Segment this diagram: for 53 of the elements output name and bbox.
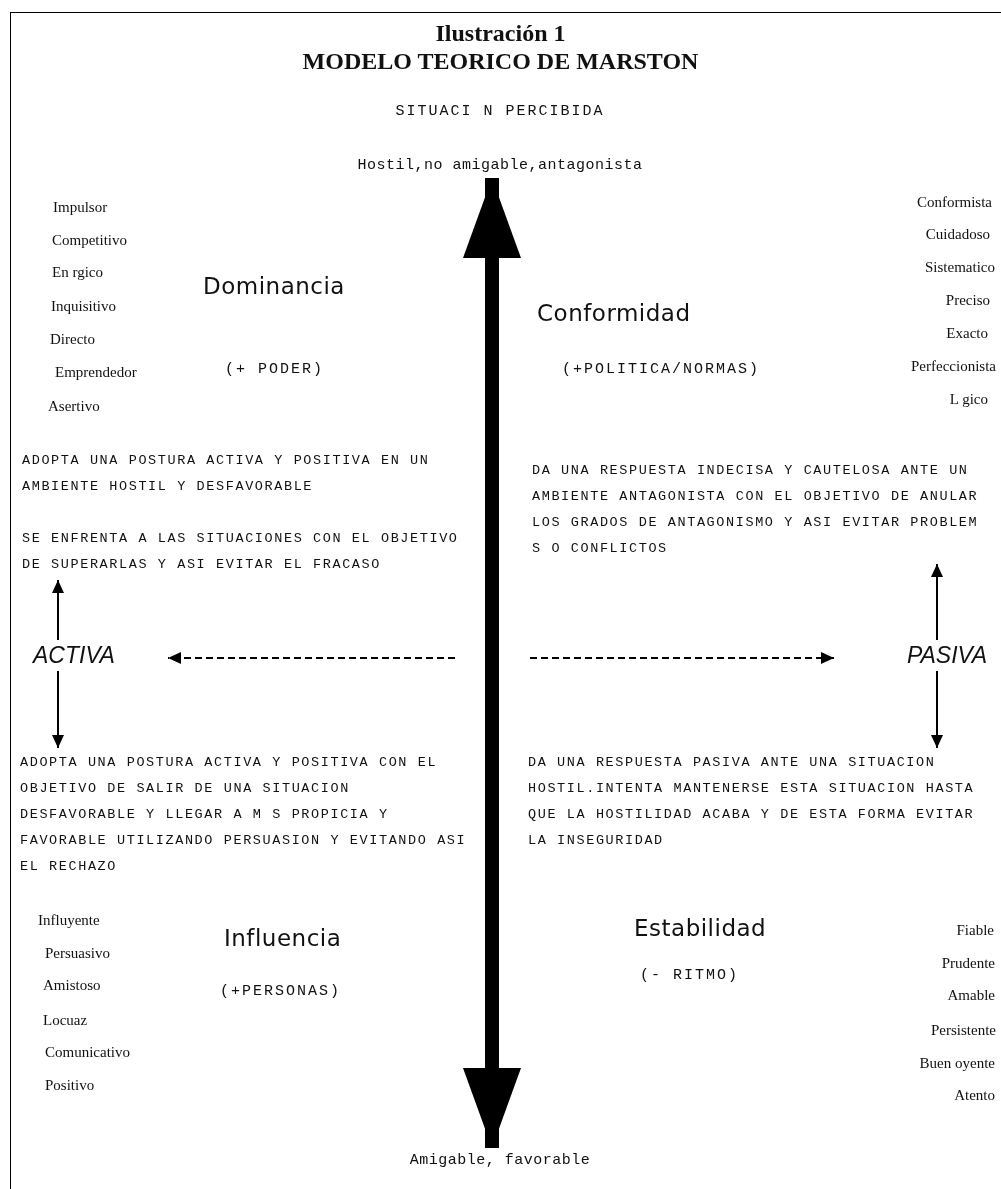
heading: SITUACI N PERCIBIDA xyxy=(395,103,605,120)
description-text: SE ENFRENTA A LAS SITUACIONES CON EL OBJETIVO DE SUPERARLAS Y ASI EVITAR EL FRACASO xyxy=(22,526,472,578)
trait-word: Prudente xyxy=(941,955,995,972)
arrow xyxy=(931,670,943,749)
quadrant-subtitle: (+ PODER) xyxy=(225,361,324,378)
quadrant-subtitle: (+POLITICA/NORMAS) xyxy=(562,361,761,378)
trait-word: Amable xyxy=(947,987,995,1004)
behavior-label: ACTIVA xyxy=(33,642,165,669)
trait-word: Amistoso xyxy=(43,977,101,994)
trait-word: Inquisitivo xyxy=(51,298,116,315)
quadrant-title: Estabilidad xyxy=(634,915,767,941)
trait-word: Persistente xyxy=(931,1022,996,1039)
dashed-arrow xyxy=(167,652,456,664)
trait-word: Locuaz xyxy=(43,1012,88,1029)
arrow xyxy=(931,563,943,641)
quadrant-title: Dominancia xyxy=(203,273,345,299)
trait-word: Sistematico xyxy=(925,259,995,276)
quadrant-title: Influencia xyxy=(224,925,342,951)
trait-word: Emprendedor xyxy=(55,364,137,381)
trait-word: Impulsor xyxy=(53,199,108,216)
trait-word: Conformista xyxy=(917,194,992,211)
description-text: ADOPTA UNA POSTURA ACTIVA Y POSITIVA EN UN AMBIENTE HOSTIL Y DESFAVORABLE xyxy=(22,452,431,496)
quadrant-subtitle: (- RITMO) xyxy=(640,967,739,984)
behavior-label: PASIVA xyxy=(837,642,987,669)
trait-word: Fiable xyxy=(956,922,994,939)
trait-word: Cuidadoso xyxy=(925,226,990,243)
trait-word: L gico xyxy=(949,391,988,408)
trait-word: Perfeccionista xyxy=(911,358,996,375)
trait-word: Directo xyxy=(50,331,95,348)
title: MODELO TEORICO DE MARSTON xyxy=(301,48,700,75)
trait-word: Comunicativo xyxy=(45,1044,130,1061)
pole-label: Amigable, favorable xyxy=(409,1152,591,1169)
trait-word: Asertivo xyxy=(48,398,100,415)
pole-label: Hostil,no amigable,antagonista xyxy=(357,157,643,174)
arrow xyxy=(52,670,64,749)
trait-word: Competitivo xyxy=(52,232,127,249)
title: Ilustración 1 xyxy=(434,20,567,47)
trait-word: Buen oyente xyxy=(919,1055,995,1072)
dashed-arrow xyxy=(529,652,835,664)
quadrant-title: Conformidad xyxy=(537,300,691,326)
axis-arrow xyxy=(463,178,521,1148)
quadrant-subtitle: (+PERSONAS) xyxy=(220,983,342,1000)
description-text: ADOPTA UNA POSTURA ACTIVA Y POSITIVA CON EL OBJETIVO DE SALIR DE UNA SITUACION DESFAVORABLE Y LLEGAR A M S PROPICIA Y FAVORABLE UTILIZANDO PERSUASION Y EVITANDO ASI EL RECHAZO xyxy=(20,750,475,880)
trait-word: En rgico xyxy=(52,264,103,281)
trait-word: Persuasivo xyxy=(45,945,110,962)
description-text: DA UNA RESPUESTA PASIVA ANTE UNA SITUACION HOSTIL.INTENTA MANTENERSE ESTA SITUACION HASTA QUE LA HOSTILIDAD ACABA Y DE ESTA FORMA EVITAR LA INSEGURIDAD xyxy=(528,750,998,854)
description-text: DA UNA RESPUESTA INDECISA Y CAUTELOSA ANTE UN AMBIENTE ANTAGONISTA CON EL OBJETIVO DE ANULAR LOS GRADOS DE ANTAGONISMO Y ASI EVITAR PROBLEM S O CONFLICTOS xyxy=(532,458,997,562)
trait-word: Atento xyxy=(954,1087,995,1104)
trait-word: Preciso xyxy=(945,292,990,309)
trait-word: Influyente xyxy=(38,912,100,929)
arrow xyxy=(52,579,64,641)
trait-word: Exacto xyxy=(946,325,988,342)
trait-word: Positivo xyxy=(45,1077,95,1094)
